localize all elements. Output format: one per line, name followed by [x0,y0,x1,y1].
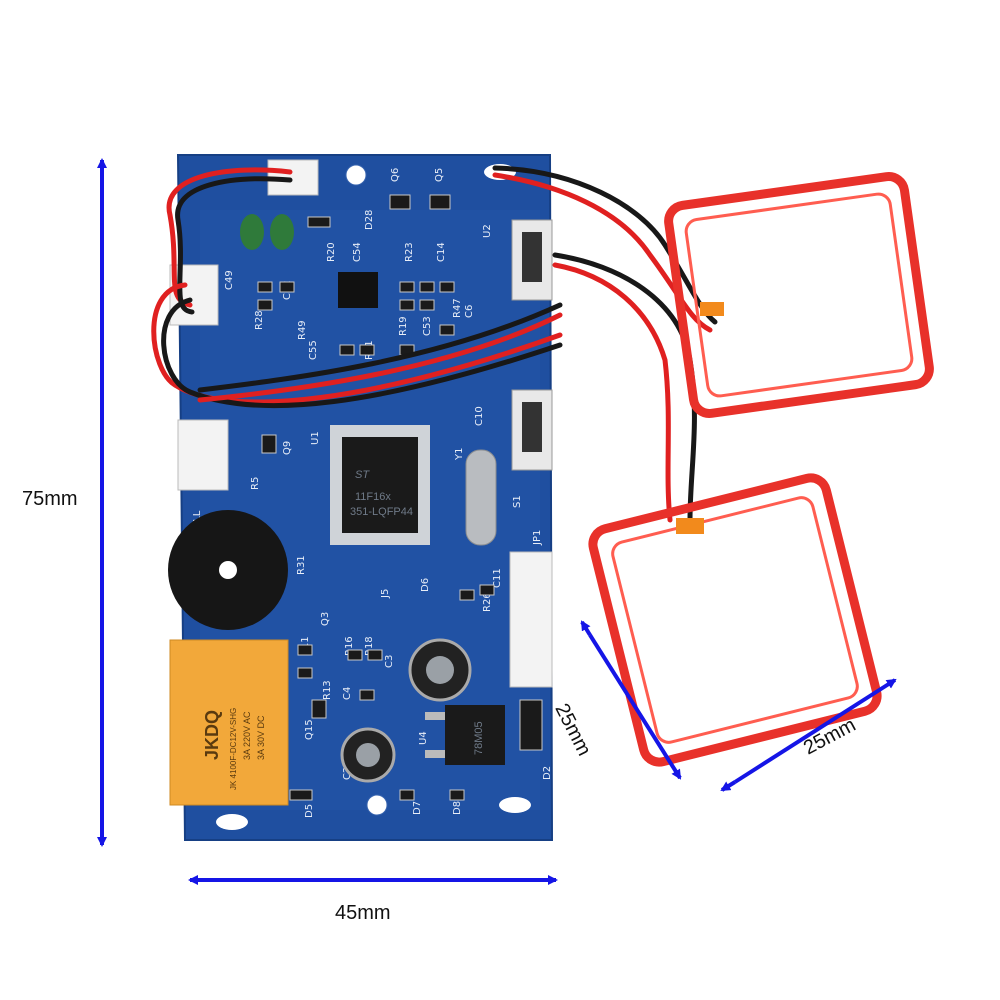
silk-label: Q9 [282,441,293,455]
connectors [169,159,553,688]
silk-label: R5 [250,477,261,490]
relay-spec-text: 3A 220V AC [242,711,252,760]
silk-label: R19 [398,316,409,336]
silk-label: C3 [384,655,395,668]
regulator-text: 78M05 [473,721,485,755]
silk-label: C6 [464,305,475,318]
silk-label: C4 [342,687,353,700]
coil-height-arrow [588,633,682,780]
silk-label: C54 [352,242,363,262]
silk-label: U1 [310,431,321,445]
mcu-package-text: 351-LQFP44 [350,506,413,518]
mcu-brand-text: ST [355,469,370,481]
slide-switches [511,219,553,471]
silk-label: D28 [364,210,375,230]
silk-label: J5 [380,589,391,599]
relay-brand-text: JKDQ [202,710,222,760]
silk-label: R13 [322,680,333,700]
silk-label: C53 [422,316,433,336]
silk-label: D7 [412,801,423,815]
mcu-chip: ST 11F16x 351-LQFP44 [330,425,430,545]
silk-label: C55 [308,340,319,360]
silk-label: Y1 [454,448,465,461]
relay: JKDQ JK 4100F-DC12V-SHG 3A 220V AC 3A 30… [169,639,289,806]
green-capacitors [240,214,294,250]
silk-label: S1 [512,495,523,508]
coil-height-arrow [580,620,592,637]
relay-spec-text: 3A 30V DC [256,715,266,760]
silkscreen: C49 R28 R49 CE2 R20 C54 D28 Q6 Q5 R23 C1… [192,168,553,818]
silk-label: Q6 [390,168,401,182]
silk-label: C14 [436,242,447,262]
buzzer [168,510,288,630]
silk-label: R18 [364,636,375,656]
silk-label: D5 [304,804,315,818]
regulator-u4: 78M05 [425,705,505,765]
silk-label: R49 [297,320,308,340]
silk-label: R20 [326,242,337,262]
smd-components [257,194,543,801]
silk-label: R47 [452,298,463,318]
silk-label: R23 [404,242,415,262]
silk-label: R16 [344,636,355,656]
silk-label: D8 [452,801,463,815]
board-width-label: 45mm [335,902,391,924]
coil-width-arrow [733,678,897,784]
wires [151,165,718,523]
silk-label: Q3 [320,612,331,626]
silk-label: D2 [542,766,553,780]
coil-width-arrow [720,780,737,792]
crystal-y1 [465,449,497,546]
relay-spec-text: JK 4100F-DC12V-SHG [229,708,238,790]
silk-label: R31 [296,555,307,575]
electrolytic-capacitors [340,638,472,783]
silk-label: R26 [482,592,493,612]
silk-label: C11 [492,568,503,588]
silk-label: D6 [420,578,431,592]
silk-label: JP1 [532,530,543,546]
dimension-arrows [97,158,897,885]
silk-label: C10 [474,406,485,426]
silk-label: U2 [482,224,493,238]
antenna-coil-bottom [588,473,882,767]
ic-u3 [338,272,378,308]
antenna-coil-top [664,172,934,418]
silk-label: Q15 [304,719,315,740]
silk-label: U4 [418,731,429,745]
silk-label: R28 [254,310,265,330]
mcu-part-text: 11F16x [355,491,391,503]
silk-label: C49 [224,270,235,290]
board-height-label: 75mm [22,488,78,510]
silk-label: Q5 [434,168,445,182]
